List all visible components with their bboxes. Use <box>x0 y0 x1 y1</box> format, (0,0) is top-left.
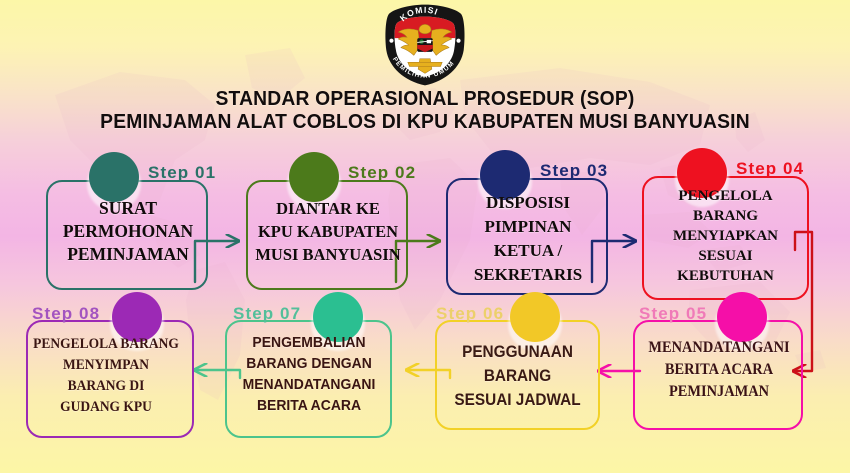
step-05-label: Step 05 <box>639 304 708 323</box>
step-01-label: Step 01 <box>148 163 217 182</box>
step-06-label: Step 06 <box>436 304 505 323</box>
step-03[interactable]: Step 03 DISPOSISI PIMPINAN KETUA / SEKRE… <box>428 150 628 295</box>
step-08-circle[interactable] <box>112 292 162 342</box>
page-title-line1: STANDAR OPERASIONAL PROSEDUR (SOP) <box>215 87 635 110</box>
step-07[interactable]: Step 07 PENGEMBALIAN BARANG DENGAN MENAN… <box>215 292 425 438</box>
step-06-circle[interactable] <box>510 292 560 342</box>
step-04-box <box>642 176 809 300</box>
step-02-label: Step 02 <box>348 163 417 182</box>
step-01[interactable]: Step 01 SURAT PERMOHONAN PEMINJAMAN <box>28 150 228 290</box>
step-07-box <box>225 320 392 438</box>
step-07-label: Step 07 <box>233 304 302 323</box>
step-02-circle[interactable] <box>289 152 339 202</box>
step-04-label: Step 04 <box>736 159 805 178</box>
step-08-label: Step 08 <box>32 304 101 323</box>
step-05-circle[interactable] <box>717 292 767 342</box>
step-01-circle[interactable] <box>89 152 139 202</box>
step-08[interactable]: Step 08 PENGELOLA BARANG MENYIMPAN BARAN… <box>14 292 219 438</box>
step-08-box <box>26 320 194 438</box>
page-title-line2: PEMINJAMAN ALAT COBLOS DI KPU KABUPATEN … <box>100 110 750 133</box>
step-04-circle[interactable] <box>677 148 727 198</box>
step-06[interactable]: Step 06 PENGGUNAAN BARANG SESUAI JADWAL <box>420 292 625 432</box>
step-03-circle[interactable] <box>480 150 530 200</box>
step-02[interactable]: Step 02 DIANTAR KE KPU KABUPATEN MUSI BA… <box>228 150 428 290</box>
step-03-label: Step 03 <box>540 161 609 180</box>
step-05[interactable]: Step 05 MENANDATANGANI BERITA ACARA PEMI… <box>625 292 835 432</box>
step-04[interactable]: Step 04 PENGELOLA BARANG MENYIAPKAN SESU… <box>628 148 833 300</box>
kpu-logo: KOMISI PEMILIHAN UMUM <box>382 2 468 88</box>
step-07-circle[interactable] <box>313 292 363 342</box>
header: KOMISI PEMILIHAN UMUM STANDAR OPERASIONA… <box>0 0 850 134</box>
